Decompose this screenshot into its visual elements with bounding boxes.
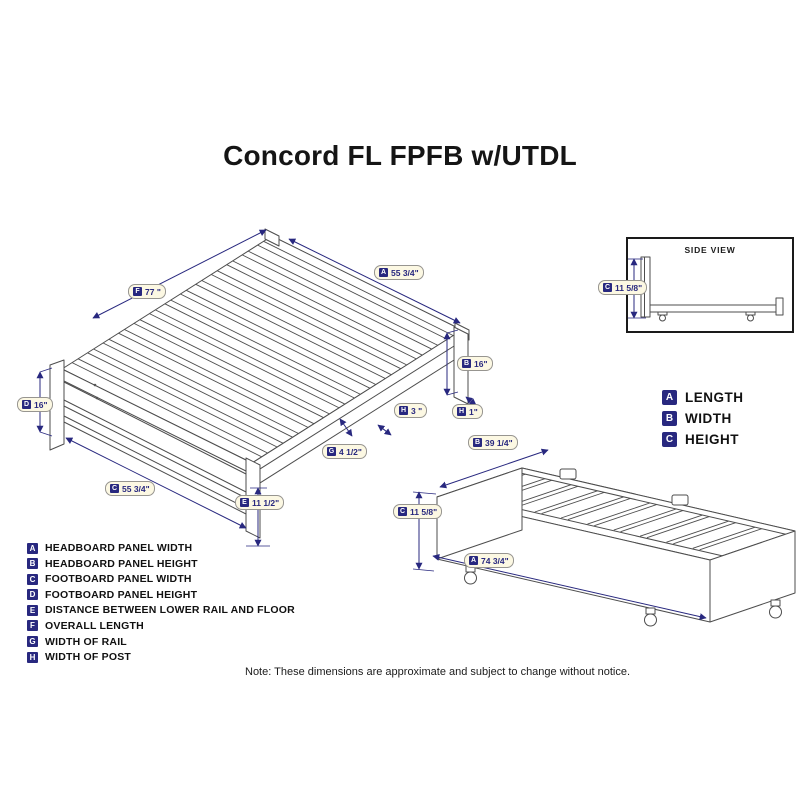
legend-letter-badge: F	[27, 620, 38, 632]
parts-legend-row: E DISTANCE BETWEEN LOWER RAIL AND FLOOR	[27, 604, 295, 616]
axis-legend: A LENGTH B WIDTH C HEIGHT	[662, 390, 744, 453]
legend-letter-badge: A	[27, 542, 38, 554]
parts-legend-row: F OVERALL LENGTH	[27, 620, 295, 632]
legend-letter-badge: G	[27, 636, 38, 648]
dim-letter-badge: H	[457, 407, 466, 416]
dim-letter-badge: F	[133, 287, 142, 296]
parts-legend-row: D FOOTBOARD PANEL HEIGHT	[27, 589, 295, 601]
dim-pill-bed-headboard-width: A 55 3/4"	[374, 265, 424, 280]
dim-letter-badge: C	[398, 507, 407, 516]
dim-letter-badge: A	[469, 556, 478, 565]
side-view-title: SIDE VIEW	[684, 245, 736, 255]
legend-label: DISTANCE BETWEEN LOWER RAIL AND FLOOR	[45, 604, 295, 617]
dim-value: 55 3/4"	[122, 483, 150, 494]
dim-letter-badge: H	[399, 406, 408, 415]
parts-legend-row: H WIDTH OF POST	[27, 651, 295, 663]
legend-label: LENGTH	[685, 390, 744, 405]
legend-label: HEADBOARD PANEL WIDTH	[45, 542, 193, 554]
dim-letter-badge: C	[110, 484, 119, 493]
legend-letter-badge: C	[27, 573, 38, 585]
parts-legend: A HEADBOARD PANEL WIDTH B HEADBOARD PANE…	[27, 542, 295, 667]
page-title: Concord FL FPFB w/UTDL	[223, 140, 577, 171]
dim-pill-bed-overall-length: F 77 "	[128, 284, 166, 299]
legend-letter-badge: B	[662, 411, 677, 426]
legend-label: WIDTH OF POST	[45, 651, 132, 664]
dim-letter-badge: B	[473, 438, 482, 447]
parts-legend-row: G WIDTH OF RAIL	[27, 636, 295, 648]
dim-letter-badge: E	[240, 498, 249, 507]
dim-value: 74 3/4"	[481, 555, 509, 566]
legend-letter-badge: D	[27, 589, 38, 601]
legend-label: HEIGHT	[685, 432, 740, 447]
legend-letter-badge: B	[27, 558, 38, 570]
dim-value: 39 1/4"	[485, 437, 513, 448]
dim-value: 16"	[34, 399, 48, 410]
legend-letter-badge: E	[27, 604, 38, 616]
dim-value: 3 "	[411, 405, 423, 416]
side-view-drawing	[626, 237, 794, 333]
dim-value: 16"	[474, 358, 488, 369]
legend-label: FOOTBOARD PANEL HEIGHT	[45, 588, 198, 601]
dim-value: 77 "	[145, 286, 161, 297]
dim-value: 55 3/4"	[391, 267, 419, 278]
dim-value: 11 1/2"	[252, 497, 280, 508]
dim-pill-trundle-length: A 74 3/4"	[464, 553, 514, 568]
legend-label: WIDTH OF RAIL	[45, 635, 127, 648]
legend-letter-badge: A	[662, 390, 677, 405]
dim-pill-bed-post-width-top: H 3 "	[394, 403, 428, 418]
parts-legend-row: C FOOTBOARD PANEL WIDTH	[27, 573, 295, 585]
dim-pill-bed-footboard-height: D 16"	[17, 397, 53, 412]
parts-legend-row: B HEADBOARD PANEL HEIGHT	[27, 558, 295, 570]
dim-pill-bed-lower-rail-floor: E 11 1/2"	[235, 495, 285, 510]
dim-value: 11 5/8"	[615, 282, 643, 293]
dim-pill-trundle-height: C 11 5/8"	[393, 504, 443, 519]
legend-label: WIDTH	[685, 411, 732, 426]
axis-legend-row-height: C HEIGHT	[662, 432, 744, 447]
dim-letter-badge: G	[327, 447, 336, 456]
dim-pill-bed-footboard-width: C 55 3/4"	[105, 481, 155, 496]
dim-value: 1"	[469, 406, 478, 417]
dim-letter-badge: A	[379, 268, 388, 277]
dim-letter-badge: B	[462, 359, 471, 368]
legend-letter-badge: C	[662, 432, 677, 447]
legend-label: FOOTBOARD PANEL WIDTH	[45, 573, 192, 586]
disclaimer-note: Note: These dimensions are approximate a…	[245, 666, 631, 678]
dim-value: 4 1/2"	[339, 446, 362, 457]
dim-value: 11 5/8"	[410, 506, 438, 517]
dim-pill-trundle-width: B 39 1/4"	[468, 435, 518, 450]
parts-legend-row: A HEADBOARD PANEL WIDTH	[27, 542, 295, 554]
dim-letter-badge: C	[603, 283, 612, 292]
legend-label: OVERALL LENGTH	[45, 619, 144, 632]
dim-pill-bed-headboard-height: B 16"	[457, 356, 493, 371]
dim-pill-sideview-height: C 11 5/8"	[598, 280, 648, 295]
dim-letter-badge: D	[22, 400, 31, 409]
dim-pill-bed-rail-width: G 4 1/2"	[322, 444, 367, 459]
trundle-drawing	[436, 467, 796, 627]
axis-legend-row-length: A LENGTH	[662, 390, 744, 405]
axis-legend-row-width: B WIDTH	[662, 411, 744, 426]
legend-label: HEADBOARD PANEL HEIGHT	[45, 557, 198, 570]
legend-letter-badge: H	[27, 651, 38, 663]
dim-pill-bed-post-width-side: H 1"	[452, 404, 483, 419]
